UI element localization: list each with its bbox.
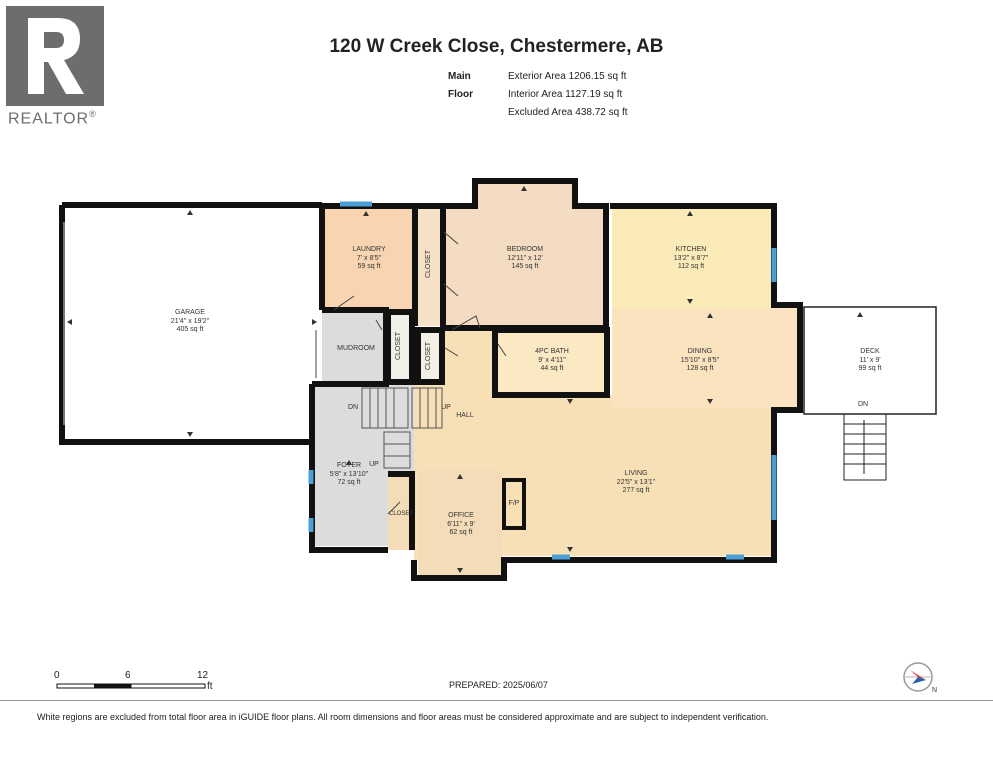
prepared-date: PREPARED: 2025/06/07 <box>449 680 548 690</box>
bath-fill <box>495 330 607 395</box>
dimension-markers <box>67 186 863 573</box>
realtor-r-mark-icon <box>28 18 84 94</box>
property-address-title: 120 W Creek Close, Chestermere, AB <box>329 36 664 57</box>
deck-outline <box>803 306 937 415</box>
closet-fill-2 <box>388 312 412 382</box>
door-swings <box>315 231 507 515</box>
footer-disclaimer: White regions are excluded from total fl… <box>37 712 769 722</box>
scale-label-12: 12 <box>197 670 209 681</box>
mudroom-fill <box>322 312 386 384</box>
closet-fill-1 <box>418 206 442 326</box>
realtor-logo <box>6 6 104 106</box>
closet-walls <box>385 309 445 550</box>
label-mudroom: MUDROOM <box>337 345 375 352</box>
kitchen-fill <box>612 206 774 310</box>
exterior-area: Exterior Area 1206.15 sq ft <box>508 71 627 82</box>
floor-plan: N <box>56 178 937 694</box>
label-closet-bedroom: CLOSET <box>425 250 432 279</box>
interior-stairs <box>361 387 443 469</box>
label-closet-hall: CLOSET <box>425 342 432 371</box>
laundry-fill <box>322 206 415 310</box>
fp-box <box>502 478 526 530</box>
bedroom-fill <box>443 205 603 328</box>
scale-label-0: 0 <box>54 670 60 681</box>
label-closet-foyer: CLOSET <box>388 511 413 517</box>
scale-bar <box>56 683 206 689</box>
label-hall: HALL <box>456 412 474 419</box>
garage-walls <box>59 202 325 445</box>
label-down-stairs: DN <box>347 404 359 411</box>
bedroom-alcove-fill <box>475 181 575 207</box>
realtor-wordmark: REALTOR® <box>8 109 97 128</box>
label-fireplace: F/P <box>508 500 520 507</box>
footer-divider <box>0 700 993 701</box>
deck-stairs <box>843 413 887 481</box>
scale-label-6: 6 <box>125 670 131 681</box>
bath-walls <box>492 327 610 398</box>
scale-unit: ft <box>207 681 213 692</box>
label-up-foyer: UP <box>369 461 379 468</box>
closet-fill-3 <box>418 332 442 382</box>
floor-name: Main Floor <box>448 71 473 100</box>
label-closet-mudroom: CLOSET <box>395 332 402 361</box>
interior-area: Interior Area 1127.19 sq ft <box>508 89 623 100</box>
svg-text:N: N <box>932 687 937 694</box>
label-up-stairs: UP <box>441 404 451 411</box>
office-fill <box>418 470 502 578</box>
label-deck-down: DN <box>857 401 869 408</box>
closet-fill-4 <box>388 474 412 550</box>
dining-fill <box>612 308 800 410</box>
compass-icon: N <box>903 662 937 694</box>
excluded-area: Excluded Area 438.72 sq ft <box>508 107 628 118</box>
